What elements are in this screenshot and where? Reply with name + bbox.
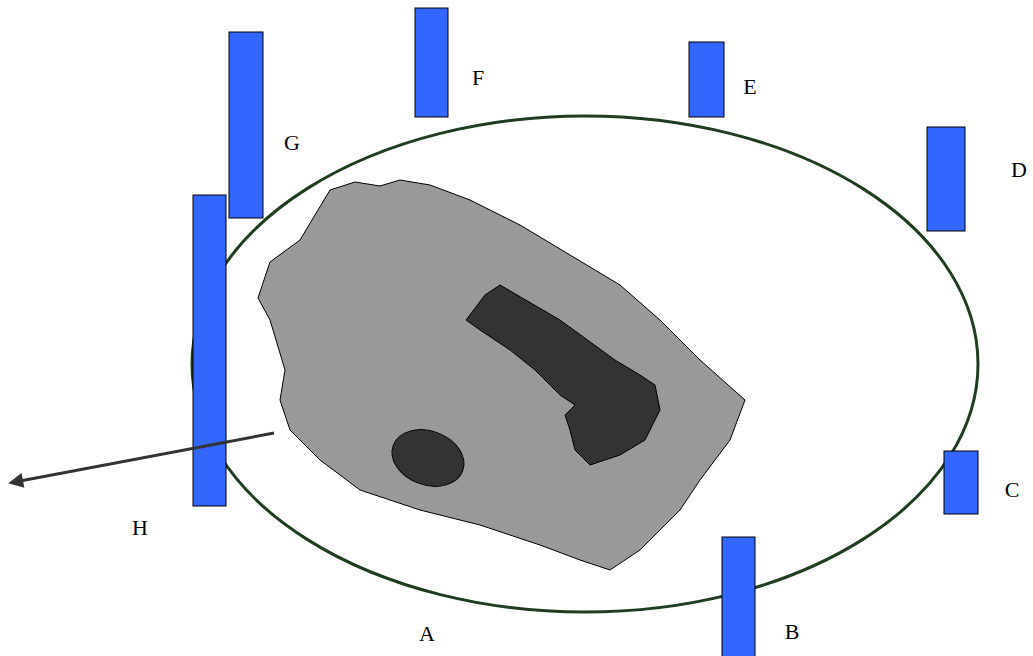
part-letter: D: [1011, 159, 1027, 181]
part-letter: A: [419, 623, 435, 645]
blue-bar: [229, 32, 263, 218]
part-letter: H: [132, 517, 148, 539]
outer-ellipse: [192, 116, 978, 612]
part-letter: G: [284, 132, 300, 154]
blue-bar: [722, 537, 755, 656]
exit-arrow: [20, 433, 274, 481]
blue-bar: [927, 127, 965, 231]
part-letter: E: [743, 76, 756, 98]
dark-nucleus: [384, 420, 472, 496]
blue-bar: [193, 195, 226, 506]
blue-bar: [689, 42, 724, 117]
blue-bar: [944, 451, 978, 514]
blue-bar: [415, 8, 448, 117]
grey-cell: [258, 180, 745, 570]
part-letter: F: [472, 67, 484, 89]
part-letter: C: [1005, 479, 1020, 501]
dark-organelle: [466, 285, 660, 465]
part-letter: B: [785, 621, 800, 643]
